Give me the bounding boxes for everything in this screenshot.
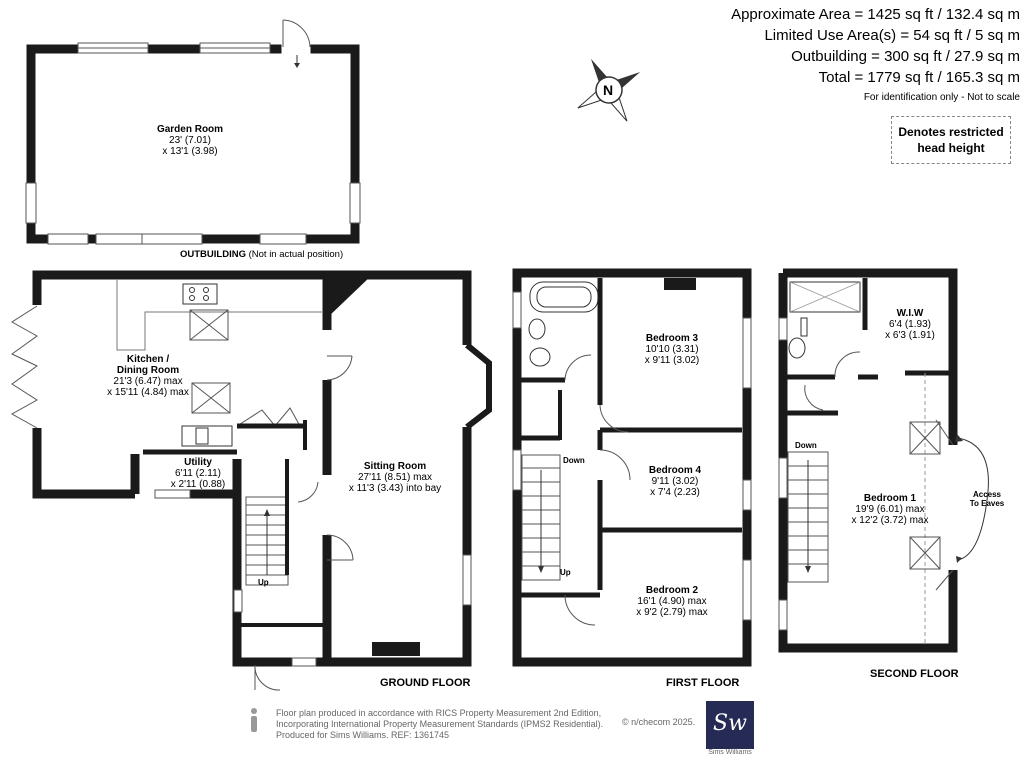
second-stairs-down: Down <box>795 441 817 450</box>
first-floor-details <box>512 278 752 626</box>
limited-area: Limited Use Area(s) = 54 sq ft / 5 sq m <box>764 27 1020 44</box>
ground-floor-details <box>10 275 472 691</box>
approx-area: Approximate Area = 1425 sq ft / 132.4 sq… <box>731 6 1020 23</box>
info-person-icon <box>251 708 257 732</box>
total-area: Total = 1779 sq ft / 165.3 sq m <box>818 69 1020 86</box>
bedroom-1-label: Bedroom 1 19'9 (6.01) max x 12'2 (3.72) … <box>851 493 929 526</box>
kitchen-label: Kitchen / Dining Room 21'3 (6.47) max x … <box>107 354 189 398</box>
second-floor-details <box>778 278 989 643</box>
access-to-eaves-label: Access To Eaves <box>969 490 1005 508</box>
utility-label: Utility 6'11 (2.11) x 2'11 (0.88) <box>170 457 226 490</box>
ground-floor-label: GROUND FLOOR <box>380 677 471 689</box>
first-floor-label: FIRST FLOOR <box>666 677 740 689</box>
garden-room-label: Garden Room 23' (7.01) x 13'1 (3.98) <box>156 124 224 157</box>
bedroom-4-label: Bedroom 4 9'11 (3.02) x 7'4 (2.23) <box>648 465 702 498</box>
compass-letter: N <box>603 82 614 98</box>
outbuilding-area: Outbuilding = 300 sq ft / 27.9 sq m <box>791 48 1020 65</box>
restricted-height-legend: Denotes restricted head height <box>891 116 1011 164</box>
footer-disclaimer: Floor plan produced in accordance with R… <box>276 708 604 740</box>
scale-note: For identification only - Not to scale <box>863 92 1020 103</box>
outbuilding-label: OUTBUILDING (Not in actual position) <box>180 249 344 260</box>
outbuilding-plan <box>25 19 361 245</box>
second-floor-label: SECOND FLOOR <box>870 668 959 680</box>
first-stairs-down: Down <box>563 456 585 465</box>
sims-williams-logo: Sw <box>706 701 754 749</box>
bedroom-2-label: Bedroom 2 16'1 (4.90) max x 9'2 (2.79) m… <box>636 585 708 618</box>
sitting-room-label: Sitting Room 27'11 (8.51) max x 11'3 (3.… <box>348 461 442 494</box>
north-compass-icon <box>577 58 641 122</box>
copyright: © n/checom 2025. <box>622 717 696 727</box>
first-stairs-up: Up <box>560 568 571 577</box>
bedroom-3-label: Bedroom 3 10'10 (3.31) x 9'11 (3.02) <box>644 333 700 366</box>
wiw-label: W.I.W 6'4 (1.93) x 6'3 (1.91) <box>885 308 935 341</box>
ground-stairs-up: Up <box>258 578 269 587</box>
area-summary: Approximate Area = 1425 sq ft / 132.4 sq… <box>731 4 1020 103</box>
logo-caption: Sims Williams <box>708 749 752 756</box>
